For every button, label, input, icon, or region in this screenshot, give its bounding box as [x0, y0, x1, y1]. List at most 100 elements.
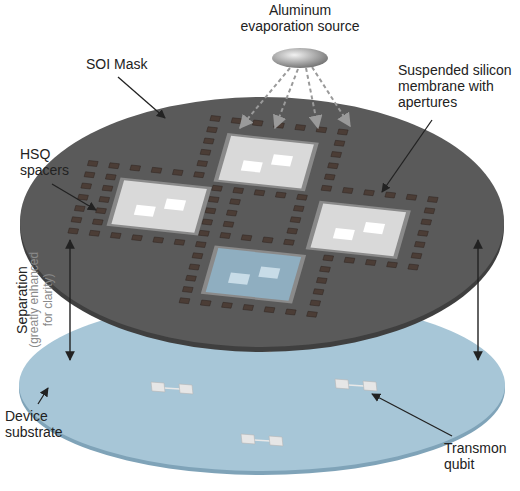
- hsq-spacer: [220, 233, 231, 239]
- hsq-spacer: [323, 255, 334, 261]
- membrane: [107, 177, 212, 235]
- soi-mask: [20, 97, 504, 347]
- membrane: [201, 245, 306, 303]
- hsq-spacer: [274, 122, 285, 128]
- hsq-spacer: [231, 118, 242, 124]
- hsq-spacer: [342, 188, 353, 194]
- label: Aluminum evaporation source: [236, 2, 364, 34]
- hsq-spacer: [264, 307, 275, 313]
- hsq-spacer: [189, 264, 200, 270]
- hsq-spacer: [344, 257, 355, 263]
- hsq-spacer: [297, 194, 308, 200]
- hsq-spacer: [365, 260, 376, 266]
- label: Device substrate: [5, 408, 77, 440]
- hsq-spacer: [186, 275, 197, 281]
- hsq-spacer: [411, 253, 422, 259]
- hsq-spacer: [199, 230, 210, 236]
- hsq-spacer: [324, 174, 335, 180]
- hsq-spacer: [290, 217, 301, 223]
- hsq-spacer: [254, 190, 265, 196]
- label: SOI Mask: [86, 56, 166, 72]
- hsq-spacer: [89, 230, 100, 236]
- hsq-spacer: [179, 298, 190, 304]
- hsq-spacer: [151, 167, 162, 173]
- hsq-spacer: [241, 235, 252, 241]
- hsq-spacer: [203, 138, 214, 144]
- label: HSQ spacers: [20, 146, 82, 178]
- hsq-spacer: [284, 239, 295, 245]
- hsq-spacer: [285, 309, 296, 315]
- membrane: [306, 201, 411, 259]
- hsq-spacer: [96, 208, 107, 214]
- label: Transmon qubit: [444, 440, 516, 472]
- hsq-spacer: [243, 305, 254, 311]
- hsq-spacer: [293, 206, 304, 212]
- hsq-spacer: [78, 194, 89, 200]
- hsq-spacer: [230, 199, 241, 205]
- hsq-spacer: [182, 287, 193, 293]
- hsq-spacer: [153, 237, 164, 243]
- hsq-spacer: [200, 300, 211, 306]
- label: (greatly enhanced for clarity): [28, 245, 56, 355]
- hsq-spacer: [92, 219, 103, 225]
- transmon-qubit: [151, 382, 193, 394]
- hsq-spacer: [192, 253, 203, 259]
- hsq-spacer: [316, 127, 327, 133]
- hsq-spacer: [212, 185, 223, 191]
- leader-lines: [38, 77, 452, 436]
- hsq-spacer: [74, 206, 85, 212]
- membrane: [214, 133, 319, 191]
- hsq-spacer: [295, 125, 306, 131]
- hsq-spacer: [334, 140, 345, 146]
- hsq-spacer: [408, 264, 419, 270]
- hsq-spacer: [387, 262, 398, 268]
- hsq-spacer: [68, 228, 79, 234]
- hsq-spacer: [233, 188, 244, 194]
- hsq-spacer: [320, 266, 331, 272]
- hsq-spacer: [195, 242, 206, 248]
- separation-arrows: [70, 240, 478, 360]
- hsq-spacer: [223, 221, 234, 227]
- hsq-spacer: [207, 127, 218, 133]
- hsq-spacer: [222, 302, 233, 308]
- hsq-spacer: [172, 170, 183, 176]
- hsq-spacer: [418, 230, 429, 236]
- hsq-spacer: [197, 161, 208, 167]
- hsq-spacer: [328, 163, 339, 169]
- hsq-spacer: [208, 197, 219, 203]
- hsq-spacer: [81, 183, 92, 189]
- hsq-spacer: [427, 197, 438, 203]
- hsq-spacer: [313, 289, 324, 295]
- hsq-spacer: [210, 116, 221, 122]
- hsq-spacer: [202, 219, 213, 225]
- hsq-spacer: [307, 311, 318, 317]
- hsq-spacer: [110, 233, 121, 239]
- hsq-spacer: [421, 219, 432, 225]
- hsq-spacer: [99, 197, 110, 203]
- hsq-spacer: [316, 278, 327, 284]
- hsq-spacer: [84, 172, 95, 178]
- hsq-spacer: [226, 210, 237, 216]
- hsq-spacer: [87, 161, 98, 167]
- hsq-spacer: [275, 192, 286, 198]
- hsq-spacer: [310, 300, 321, 306]
- hsq-spacer: [194, 172, 205, 178]
- evaporation-rays: [240, 67, 350, 128]
- hsq-spacer: [252, 120, 263, 126]
- hsq-spacer: [205, 208, 216, 214]
- hsq-spacer: [385, 192, 396, 198]
- hsq-spacer: [102, 185, 113, 191]
- hsq-spacer: [71, 217, 82, 223]
- hsq-spacer: [130, 165, 141, 171]
- evaporation-source: [272, 48, 328, 68]
- hsq-spacer: [424, 208, 435, 214]
- hsq-spacer: [321, 185, 332, 191]
- hsq-spacer: [174, 239, 185, 245]
- hsq-spacer: [331, 152, 342, 158]
- label: Suspended silicon membrane with aperture…: [398, 62, 518, 110]
- hsq-spacer: [105, 174, 116, 180]
- hsq-spacer: [287, 228, 298, 234]
- hsq-spacer: [132, 235, 143, 241]
- hsq-spacer: [109, 163, 120, 169]
- hsq-spacer: [364, 190, 375, 196]
